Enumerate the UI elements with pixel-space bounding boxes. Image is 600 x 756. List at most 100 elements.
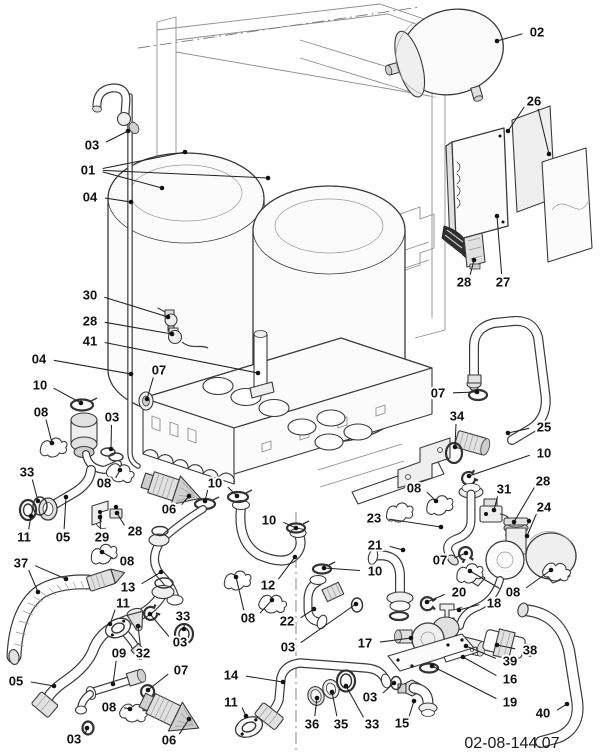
part-dot — [108, 446, 114, 452]
leader-line — [382, 682, 395, 694]
part-dot — [84, 725, 90, 731]
callout-31: 31 — [497, 482, 511, 497]
part-dot — [353, 601, 359, 607]
leader-line — [141, 571, 162, 585]
part-dot — [265, 175, 271, 181]
part-dot — [456, 607, 462, 613]
part-dot — [63, 576, 69, 582]
part-dot — [255, 370, 261, 376]
callout-33: 33 — [365, 717, 379, 732]
leader-line — [28, 569, 39, 593]
callout-41: 41 — [83, 334, 97, 349]
callout-25: 25 — [537, 420, 551, 435]
part-dot — [99, 549, 105, 555]
leader-line — [388, 518, 442, 528]
callout-17: 17 — [358, 636, 372, 651]
leader-line — [235, 576, 245, 611]
part-dot — [429, 663, 435, 669]
part-dot — [97, 514, 103, 520]
callout-33: 33 — [176, 609, 190, 624]
leader-line — [379, 637, 412, 643]
callout-11: 11 — [17, 530, 31, 545]
leader-line — [468, 454, 530, 477]
callout-19: 19 — [503, 695, 517, 710]
callout-03: 03 — [105, 410, 119, 425]
part-dot — [564, 701, 570, 707]
corrugated-hose-37-core — [7, 575, 95, 663]
part-dot — [467, 568, 473, 574]
callout-28: 28 — [128, 524, 142, 539]
filter-06b — [138, 692, 200, 732]
callout-07: 07 — [152, 363, 166, 378]
callout-18: 18 — [487, 596, 501, 611]
leader-line — [102, 169, 269, 179]
callout-06: 06 — [162, 733, 176, 748]
callout-03: 03 — [85, 138, 99, 153]
part-dot — [186, 493, 192, 499]
gasket-clip-08 — [221, 568, 254, 593]
part-dot — [548, 567, 554, 573]
standpipe-23 — [443, 468, 484, 566]
callout-16: 16 — [503, 672, 517, 687]
part-dot — [233, 574, 239, 580]
chassis-frame — [137, 3, 446, 752]
part-dot — [63, 494, 69, 500]
leader-line — [109, 609, 116, 625]
part-dot — [511, 519, 517, 525]
drawing-number: 02-08-144.07 — [464, 735, 559, 752]
part-dot — [202, 498, 208, 504]
leader-line — [431, 665, 497, 700]
part-dot — [169, 331, 175, 337]
callout-09: 09 — [112, 646, 126, 661]
gasket-clip-08 — [423, 492, 457, 519]
callout-36: 36 — [305, 717, 319, 732]
part-dot — [107, 621, 113, 627]
leader-line — [146, 377, 154, 400]
callout-04: 04 — [83, 190, 98, 205]
callout-37: 37 — [14, 556, 28, 571]
part-dot — [494, 213, 500, 219]
leader-line — [137, 625, 141, 646]
right-bracket — [351, 430, 491, 505]
leader-line — [493, 496, 499, 511]
top-elbow-pipe-core — [93, 84, 130, 118]
leader-line — [496, 644, 516, 650]
leader-line — [469, 570, 500, 589]
part-dot — [400, 547, 406, 553]
callout-10: 10 — [262, 513, 276, 528]
callout-39: 39 — [503, 654, 517, 669]
leader-line — [104, 296, 169, 318]
part-dot — [135, 623, 141, 629]
part-dot — [391, 680, 397, 686]
leader-line — [245, 675, 284, 683]
leader-line — [345, 685, 364, 718]
part-dot — [128, 199, 134, 205]
leader-line — [300, 608, 315, 619]
part-dot — [49, 440, 55, 446]
part-dot — [182, 149, 188, 155]
part-dot — [186, 716, 192, 722]
leader-line — [465, 645, 497, 659]
part-dot — [546, 151, 552, 157]
callout-38: 38 — [523, 643, 537, 658]
part-dot — [144, 396, 150, 402]
part-dot — [433, 498, 439, 504]
callout-10: 10 — [537, 446, 551, 461]
leader-line — [426, 593, 445, 603]
part-dot — [463, 550, 469, 556]
part-dot — [165, 314, 171, 320]
part-dot — [494, 642, 500, 648]
part-dot — [117, 467, 123, 473]
bracket-16 — [443, 646, 479, 663]
part-dot — [181, 626, 187, 632]
callout-01: 01 — [81, 163, 95, 178]
leader-line — [323, 567, 361, 572]
part-dot — [128, 371, 134, 377]
part-dot — [408, 635, 414, 641]
part-dot — [494, 38, 500, 44]
part-dot — [127, 706, 133, 712]
part-dot — [35, 498, 41, 504]
callout-10: 10 — [33, 378, 47, 393]
pump-24 — [453, 517, 577, 630]
callout-08: 08 — [407, 481, 421, 496]
